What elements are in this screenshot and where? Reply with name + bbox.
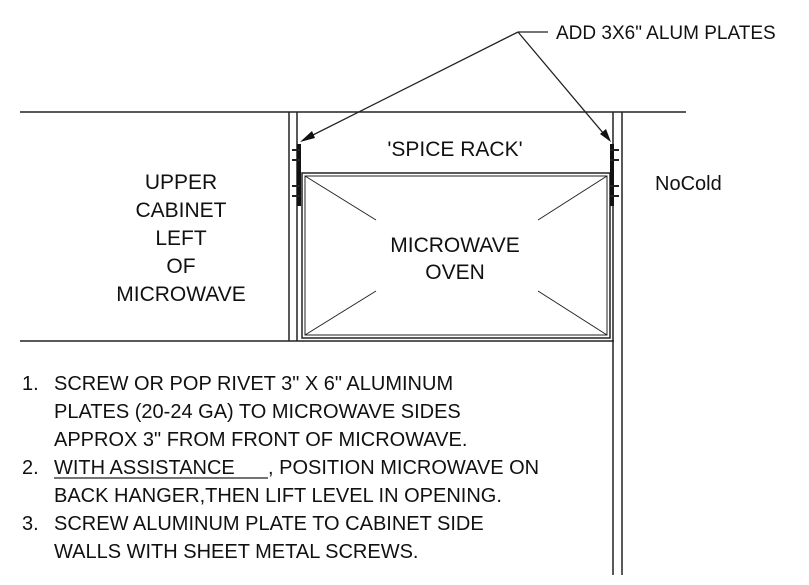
right-arrowhead xyxy=(600,129,611,142)
right-side-label: NoCold xyxy=(655,173,722,195)
microwave-label-line2: OVEN xyxy=(425,261,485,284)
note-3-number: 3. xyxy=(22,513,39,535)
note-3-line2: WALLS WITH SHEET METAL SCREWS. xyxy=(54,541,419,563)
microwave-label-line1: MICROWAVE xyxy=(390,234,520,257)
left-alum-plate xyxy=(292,144,301,206)
callout-text: ADD 3X6" ALUM PLATES xyxy=(556,23,776,44)
callout-leaders xyxy=(300,31,611,142)
note-1-line3: APPROX 3" FROM FRONT OF MICROWAVE. xyxy=(54,429,467,451)
note-2-first-rest: , POSITION MICROWAVE ON xyxy=(268,457,539,479)
note-2-underlined: WITH ASSISTANCE xyxy=(54,457,235,479)
cabinet-label-line4: OF xyxy=(166,255,195,278)
note-2-number: 2. xyxy=(22,457,39,479)
cabinet-label-line1: UPPER xyxy=(145,171,217,194)
microwave-box xyxy=(301,172,611,339)
cabinet-label-line3: LEFT xyxy=(155,227,207,250)
note-1-line1: SCREW OR POP RIVET 3" X 6" ALUMINUM xyxy=(54,373,453,395)
left-arrowhead xyxy=(300,131,315,142)
spice-rack-label: 'SPICE RACK' xyxy=(387,138,522,161)
cabinet-label-line2: CABINET xyxy=(135,199,226,222)
right-alum-plate xyxy=(610,144,619,206)
note-3-line1: SCREW ALUMINUM PLATE TO CABINET SIDE xyxy=(54,513,484,535)
note-2-line2: BACK HANGER,THEN LIFT LEVEL IN OPENING. xyxy=(54,485,502,507)
note-1-line2: PLATES (20-24 GA) TO MICROWAVE SIDES xyxy=(54,401,461,423)
note-1-number: 1. xyxy=(22,373,39,395)
cabinet-label-line5: MICROWAVE xyxy=(116,283,246,306)
notes-list: 1. SCREW OR POP RIVET 3" X 6" ALUMINUM P… xyxy=(22,373,539,563)
